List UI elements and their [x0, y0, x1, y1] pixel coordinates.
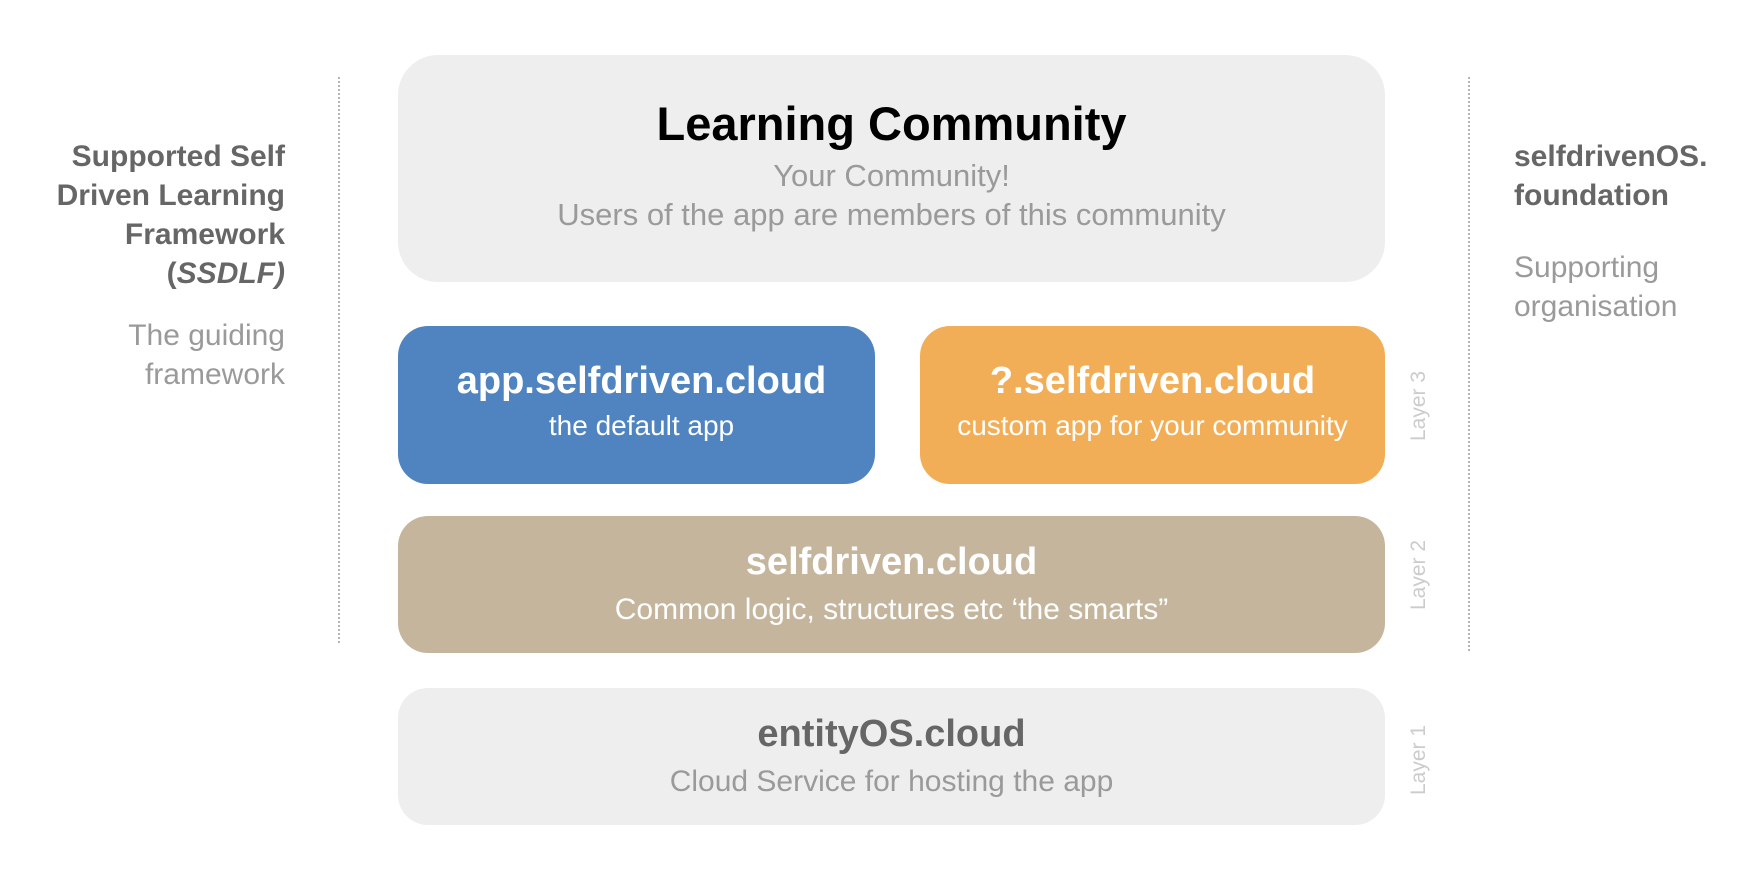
community-subtitle-line: Your Community! [773, 158, 1010, 193]
community-subtitle-line: Users of the app are members of this com… [557, 197, 1226, 232]
learning-community-box: Learning Community Your Community! Users… [398, 55, 1385, 282]
core-title: selfdriven.cloud [745, 541, 1038, 583]
entityos-cloud-box: entityOS.cloud Cloud Service for hosting… [398, 688, 1385, 825]
foundation-panel: selfdrivenOS. foundation Supporting orga… [1514, 137, 1744, 326]
foundation-subtitle-line: Supporting [1514, 251, 1660, 284]
framework-title-line: Framework [124, 218, 285, 251]
default-app-subtitle: the default app [548, 410, 735, 441]
layer-1-label: Layer 1 [1407, 724, 1430, 796]
framework-subtitle: The guiding framework [20, 316, 285, 394]
community-title: Learning Community [656, 97, 1127, 150]
right-dotted-divider [1468, 77, 1470, 651]
framework-title-line: Driven Learning [56, 179, 285, 212]
custom-app-subtitle: custom app for your community [957, 410, 1348, 441]
layer-3-label: Layer 3 [1407, 370, 1430, 442]
foundation-title: selfdrivenOS. foundation [1514, 137, 1744, 215]
default-app-box: app.selfdriven.cloud the default app [398, 326, 875, 484]
hosting-title: entityOS.cloud [757, 713, 1026, 755]
foundation-subtitle: Supporting organisation [1514, 248, 1744, 326]
framework-title-line: Supported Self [71, 140, 285, 173]
foundation-title-line: foundation [1514, 179, 1669, 212]
custom-app-box: ?.selfdriven.cloud custom app for your c… [920, 326, 1385, 484]
framework-title: Supported Self Driven Learning Framework… [20, 137, 285, 293]
framework-subtitle-line: framework [144, 358, 285, 391]
framework-panel: Supported Self Driven Learning Framework… [20, 137, 285, 394]
framework-title-line: (SSDLF) [20, 254, 285, 293]
foundation-title-line: selfdrivenOS. [1514, 140, 1708, 173]
left-dotted-divider [338, 77, 340, 643]
framework-abbr: SSDLF) [176, 257, 285, 290]
hosting-subtitle: Cloud Service for hosting the app [669, 765, 1114, 798]
community-subtitle: Your Community! Users of the app are mem… [398, 156, 1385, 234]
layer-2-label: Layer 2 [1407, 539, 1430, 611]
core-subtitle: Common logic, structures etc ‘the smarts… [614, 593, 1169, 626]
framework-abbr-open: ( [166, 257, 177, 290]
default-app-title: app.selfdriven.cloud [456, 360, 827, 402]
custom-app-title: ?.selfdriven.cloud [989, 360, 1316, 402]
foundation-subtitle-line: organisation [1514, 290, 1678, 323]
selfdriven-cloud-box: selfdriven.cloud Common logic, structure… [398, 516, 1385, 653]
framework-subtitle-line: The guiding [128, 319, 285, 352]
